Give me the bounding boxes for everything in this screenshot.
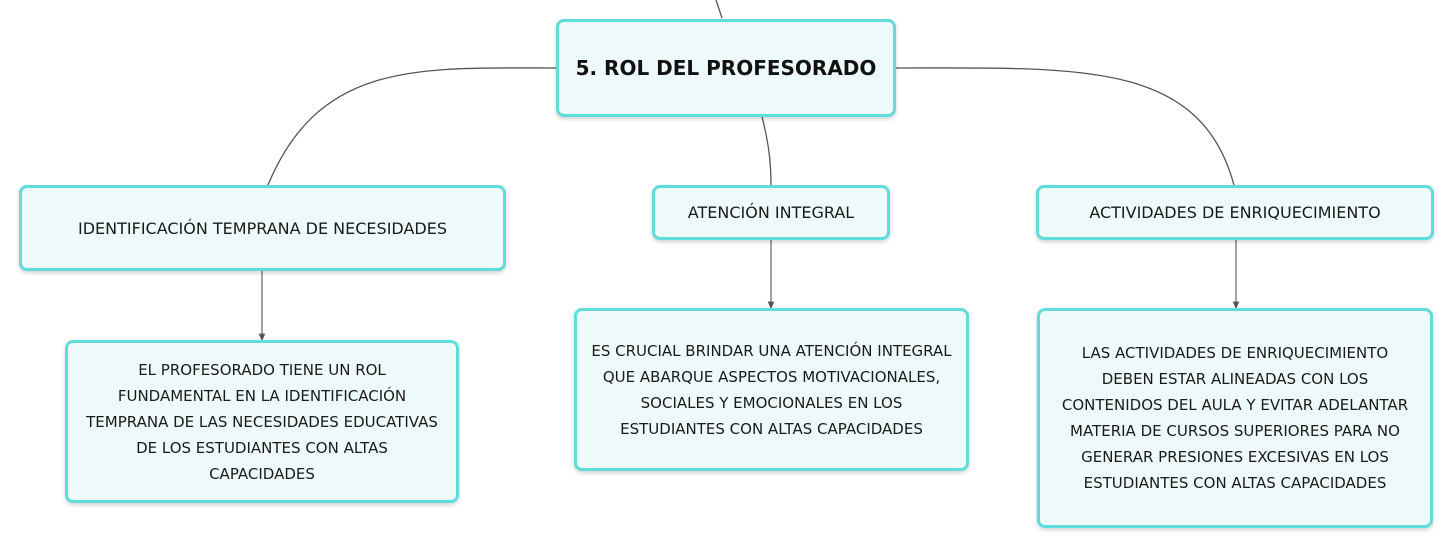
topic-node-identificacion-temprana[interactable]: IDENTIFICACIÓN TEMPRANA DE NECESIDADES [19, 185, 506, 271]
root-node-label: 5. ROL DEL PROFESORADO [575, 56, 877, 80]
topic-node-label: ACTIVIDADES DE ENRIQUECIMIENTO [1089, 203, 1381, 222]
topic-node-label: ATENCIÓN INTEGRAL [687, 203, 855, 222]
detail-node-actividades[interactable]: LAS ACTIVIDADES DE ENRIQUECIMIENTO DEBEN… [1037, 308, 1433, 528]
topic-node-label: IDENTIFICACIÓN TEMPRANA DE NECESIDADES [78, 218, 447, 238]
topic-node-actividades-enriquecimiento[interactable]: ACTIVIDADES DE ENRIQUECIMIENTO [1036, 185, 1434, 240]
connector-parent [715, 0, 723, 19]
detail-node-text: EL PROFESORADO TIENE UN ROL FUNDAMENTAL … [86, 360, 438, 483]
detail-node-text: LAS ACTIVIDADES DE ENRIQUECIMIENTO DEBEN… [1061, 344, 1409, 492]
root-node-rol-del-profesorado[interactable]: 5. ROL DEL PROFESORADO [556, 19, 896, 117]
detail-node-identificacion[interactable]: EL PROFESORADO TIENE UN ROL FUNDAMENTAL … [65, 340, 459, 503]
connector-root-to-identificacion [267, 67, 557, 186]
topic-node-atencion-integral[interactable]: ATENCIÓN INTEGRAL [652, 185, 890, 240]
detail-node-atencion[interactable]: ES CRUCIAL BRINDAR UNA ATENCIÓN INTEGRAL… [574, 308, 969, 471]
connector-root-to-actividades [895, 67, 1235, 186]
detail-node-text: ES CRUCIAL BRINDAR UNA ATENCIÓN INTEGRAL… [591, 341, 952, 438]
connector-root-to-atencion [761, 116, 772, 186]
